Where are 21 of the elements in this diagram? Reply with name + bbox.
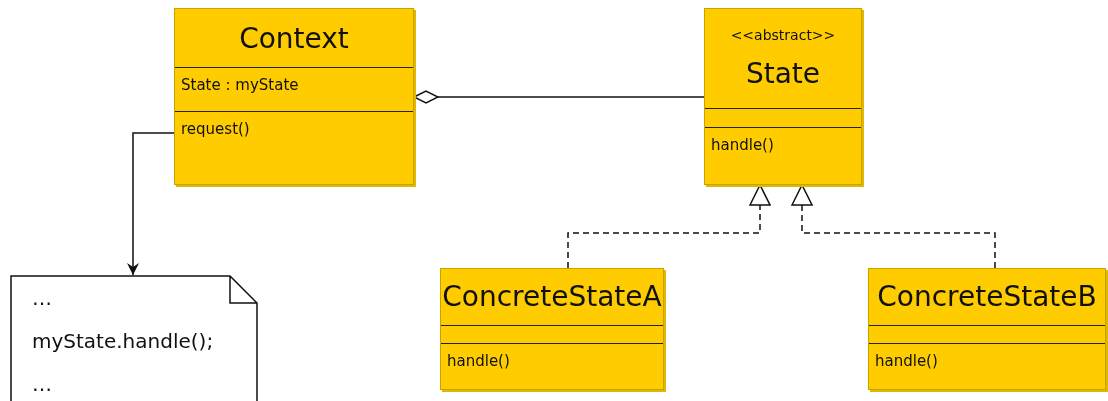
class-box [174, 8, 414, 185]
method-text: handle() [875, 351, 938, 370]
class-name: ConcreteStateB [877, 280, 1097, 314]
code-line: myState.handle(); [32, 328, 214, 355]
inheritance-arrow [567, 184, 771, 269]
stereotype-label: <<abstract>> [730, 26, 836, 43]
code-line: … [32, 285, 52, 312]
method-text: handle() [711, 135, 774, 154]
aggregation-line [413, 90, 705, 104]
class-box [440, 268, 664, 390]
attribute-text: State : myState [181, 76, 299, 95]
class-name: ConcreteStateA [442, 280, 662, 314]
class-box [704, 8, 862, 185]
code-line: … [32, 371, 52, 398]
class-name: Context [239, 21, 349, 55]
arrow [127, 132, 175, 276]
method-text: request() [181, 119, 250, 138]
class-name: State [745, 56, 821, 90]
inheritance-arrow [791, 184, 996, 269]
method-text: handle() [447, 351, 510, 370]
class-box [868, 268, 1106, 390]
